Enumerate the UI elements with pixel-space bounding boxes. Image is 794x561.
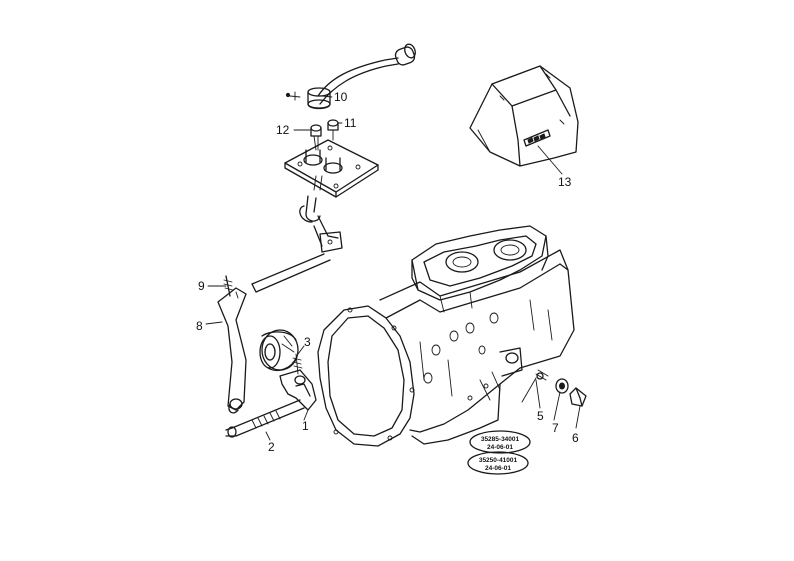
part-stamp-1-code: 35285-34001 (481, 436, 520, 443)
shift-arm (217, 287, 247, 414)
callout-5: 5 (537, 409, 544, 423)
callout-8: 8 (196, 319, 203, 333)
plug-6 (569, 387, 587, 407)
inset-cover (469, 65, 579, 167)
callout-6: 6 (572, 431, 579, 445)
stud-12 (310, 124, 322, 151)
release-fork (279, 369, 317, 411)
callout-9: 9 (198, 279, 205, 293)
callout-13: 13 (558, 175, 572, 189)
callout-labels: 10 11 12 13 9 8 3 1 2 5 7 6 (196, 90, 579, 454)
callout-3: 3 (304, 335, 311, 349)
shift-lever-assembly (285, 43, 416, 110)
spring-3 (292, 353, 303, 375)
shift-cover-plate (284, 139, 379, 198)
part-stamp-2: 35250-41001 24-06-01 (467, 451, 529, 475)
leader-lines (205, 95, 581, 441)
transmission-case (317, 225, 575, 447)
spring-pin-9 (223, 275, 234, 297)
shaft (225, 399, 305, 438)
part-stamp-2-date: 24-06-01 (485, 465, 511, 472)
callout-12: 12 (276, 123, 290, 137)
release-bearing (259, 329, 299, 372)
inset-nameplate (523, 129, 551, 147)
callout-1: 1 (302, 419, 309, 433)
part-stamp-1-date: 24-06-01 (487, 444, 513, 451)
callout-11: 11 (344, 116, 357, 130)
callout-2: 2 (268, 440, 275, 454)
shift-rod (251, 195, 343, 293)
callout-7: 7 (552, 421, 559, 435)
detent-spring-5 (521, 369, 549, 403)
stud-11 (327, 119, 339, 141)
callout-10: 10 (334, 90, 348, 104)
washer-7 (555, 378, 569, 394)
part-stamp-2-code: 35250-41001 (479, 457, 518, 464)
part-stamp-1: 35285-34001 24-06-01 (469, 430, 531, 454)
